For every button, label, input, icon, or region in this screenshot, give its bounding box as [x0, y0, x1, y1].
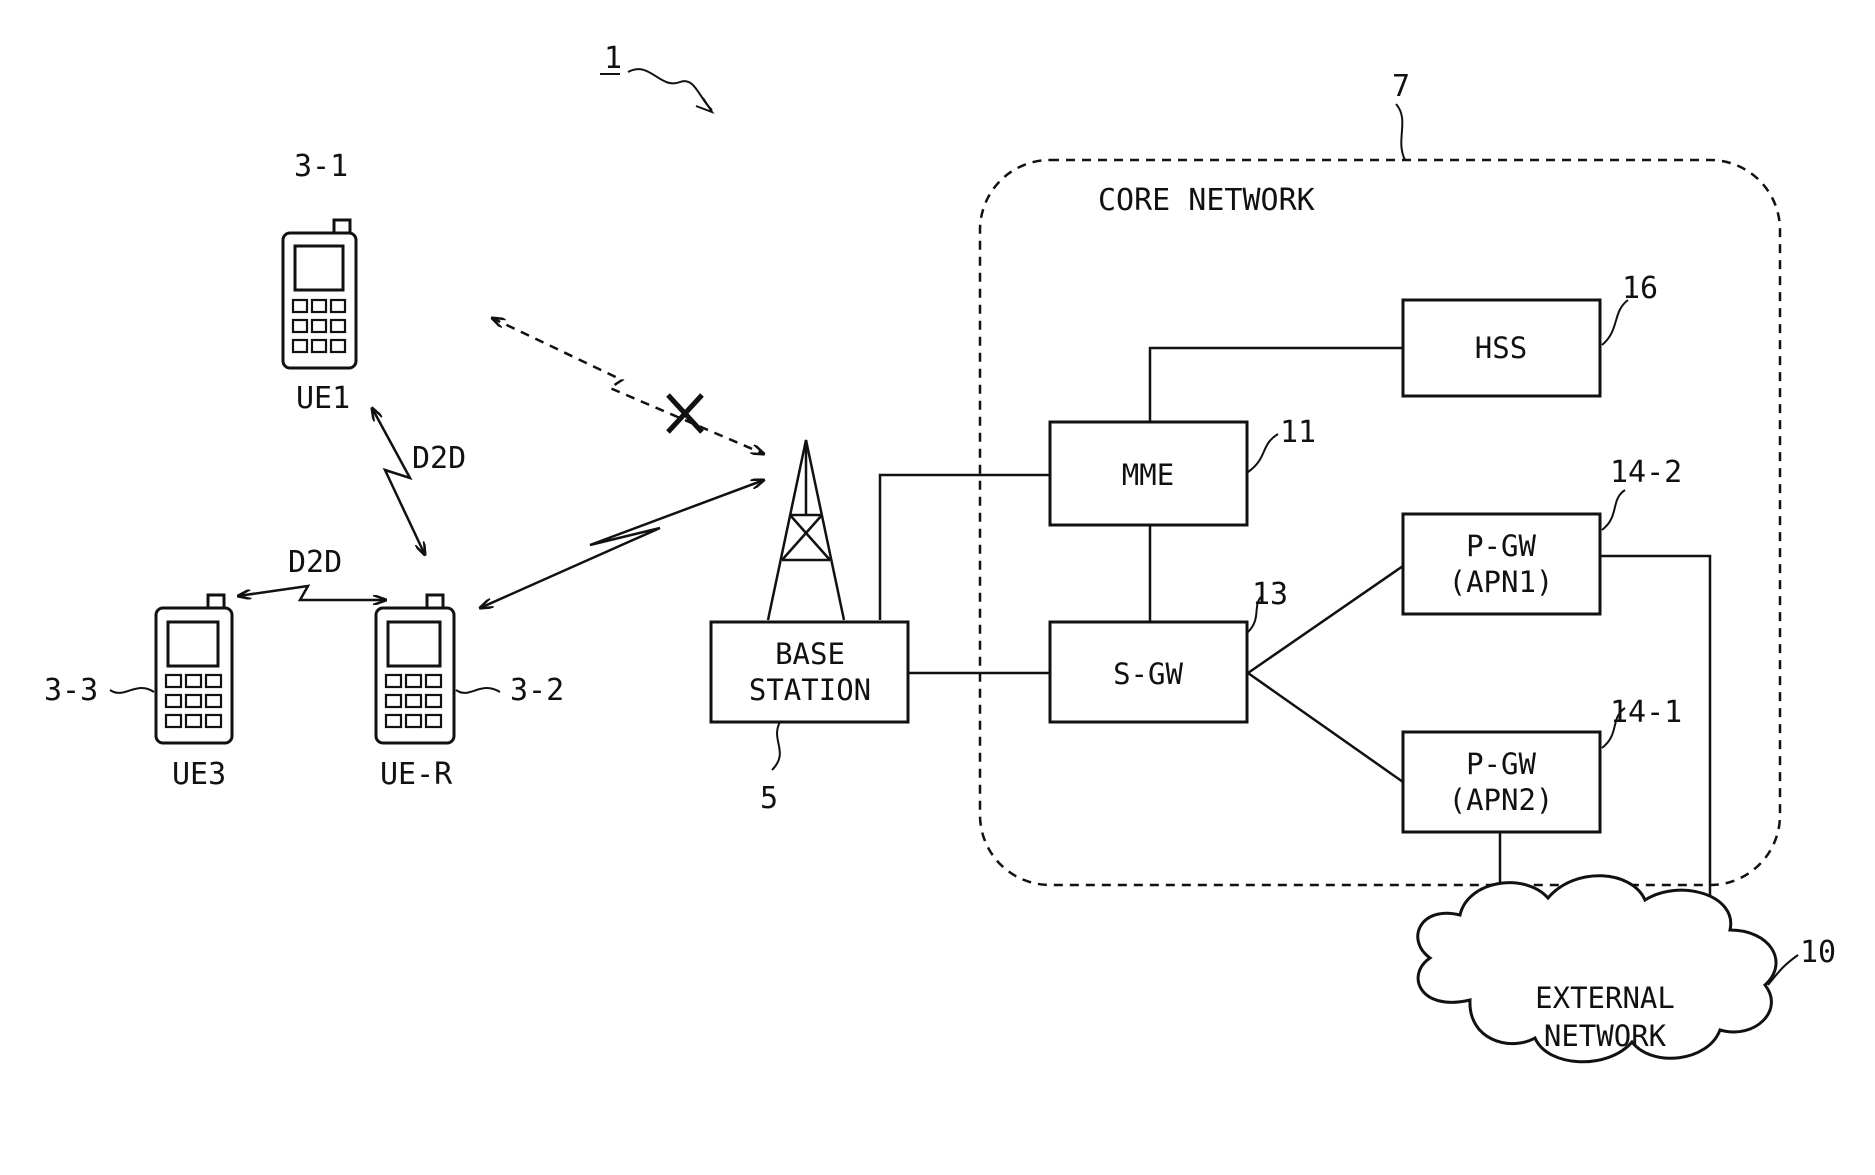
base-station-label-1: BASE: [775, 637, 845, 671]
ue3-uer-d2d-link: [238, 586, 386, 600]
ue1-ref: 3-1: [294, 149, 348, 184]
pgw-apn1-node: P-GW (APN1) 14-2: [1403, 455, 1682, 614]
core-network-label: CORE NETWORK: [1098, 183, 1315, 218]
ue3-label: UE3: [172, 757, 226, 792]
ue1-base-station-link-failed: [492, 318, 764, 454]
pgw-apn1-ref: 14-2: [1610, 455, 1682, 490]
ue-r-ref: 3-2: [510, 673, 564, 708]
ue-r-label: UE-R: [380, 757, 453, 792]
ue-r-ref-leader: [456, 688, 500, 693]
pgw-apn2-label-2: (APN2): [1449, 783, 1554, 817]
base-station-ref-leader: [772, 722, 780, 770]
hss-label: HSS: [1475, 331, 1527, 365]
mme-label: MME: [1122, 458, 1174, 492]
hss-mme-link: [1150, 348, 1403, 422]
ue1-uer-d2d-link: [372, 408, 425, 555]
ue-r-device: UE-R 3-2: [376, 595, 564, 792]
pgw-apn2-node: P-GW (APN2) 14-1: [1403, 695, 1682, 832]
base-station-label-2: STATION: [749, 673, 871, 707]
mobile-phone-icon: [376, 595, 454, 743]
external-network-label-1: EXTERNAL: [1535, 981, 1675, 1015]
sgw-node: S-GW 13: [1050, 577, 1288, 722]
mobile-phone-icon: [156, 595, 232, 743]
external-network-label-2: NETWORK: [1544, 1019, 1667, 1053]
external-network-node: EXTERNAL NETWORK 10: [1418, 876, 1836, 1062]
link-failure-x-icon: [668, 395, 702, 432]
core-network-ref: 7: [1392, 69, 1410, 104]
hss-ref-leader: [1602, 300, 1628, 345]
bs-mme-link: [880, 475, 1050, 620]
pgw-apn1-label-2: (APN1): [1449, 565, 1554, 599]
mme-node: MME 11: [1050, 415, 1316, 525]
system-ref-squiggle: [628, 69, 712, 110]
pgw-apn1-label-1: P-GW: [1466, 529, 1536, 563]
ue1-device: 3-1 UE1: [283, 149, 356, 416]
core-network-ref-leader: [1396, 104, 1405, 160]
ue1-label: UE1: [296, 381, 350, 416]
system-ref-label: 1: [604, 41, 622, 76]
mme-ref: 11: [1280, 415, 1316, 450]
pgw-apn2-label-1: P-GW: [1466, 747, 1536, 781]
mme-ref-leader: [1248, 434, 1278, 472]
antenna-tower-icon: [768, 440, 844, 620]
pgw-apn1-ref-leader: [1602, 490, 1625, 530]
ue3-device: UE3 3-3: [44, 595, 232, 792]
hss-node: HSS 16: [1403, 271, 1658, 396]
external-network-ref: 10: [1800, 935, 1836, 970]
uer-base-station-link: [480, 480, 764, 608]
base-station-ref: 5: [760, 781, 778, 816]
base-station-node: BASE STATION 5: [711, 440, 908, 816]
system-ref-arrowhead: [696, 98, 712, 112]
mobile-phone-icon: [283, 220, 356, 368]
d2d-label-ue3-uer: D2D: [288, 545, 342, 580]
d2d-label-ue1-uer: D2D: [412, 441, 466, 476]
sgw-pgw2-link: [1248, 673, 1403, 782]
ue3-ref: 3-3: [44, 673, 98, 708]
sgw-label: S-GW: [1113, 657, 1183, 691]
system-reference: 1: [600, 41, 712, 112]
ue3-ref-leader: [110, 688, 154, 693]
